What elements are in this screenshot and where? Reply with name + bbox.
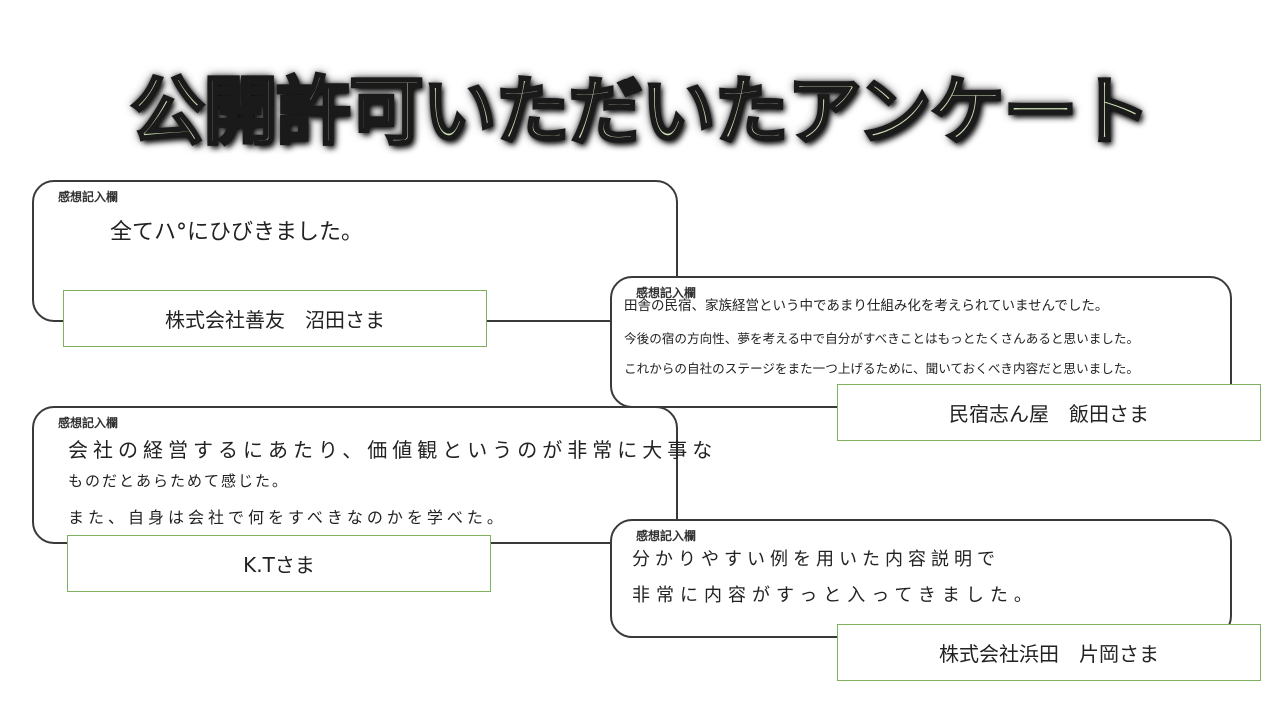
handwritten-comment: 全てハ°にひびきました。 bbox=[110, 220, 364, 245]
card-label: 感想記入欄 bbox=[636, 286, 697, 300]
handwritten-comment-line: 田舎の民宿、家族経営という中であまり仕組み化を考えられていませんでした。 bbox=[624, 298, 1109, 314]
handwritten-comment-line: 分かりやすい例を用いた内容説明で bbox=[632, 549, 1000, 570]
handwritten-comment-line: 非常に内容がすっと入ってきました。 bbox=[632, 585, 1038, 606]
handwritten-comment-line: 会社の経営するにあたり、価値観というのが非常に大事な bbox=[68, 438, 718, 462]
respondent-name: 民宿志ん屋 飯田さま bbox=[837, 384, 1261, 441]
card-label: 感想記入欄 bbox=[636, 529, 697, 543]
handwritten-comment-line: また、自身は会社で何をすべきなのかを学べた。 bbox=[68, 508, 507, 527]
respondent-name: 株式会社善友 沼田さま bbox=[63, 290, 487, 347]
survey-card-4: 感想記入欄 分かりやすい例を用いた内容説明で 非常に内容がすっと入ってきました。 bbox=[610, 519, 1232, 638]
handwritten-comment-line: これからの自社のステージをまた一つ上げるために、聞いておくべき内容だと思いました… bbox=[624, 361, 1139, 376]
survey-card-3: 感想記入欄 会社の経営するにあたり、価値観というのが非常に大事な ものだとあらた… bbox=[32, 406, 712, 544]
card-label: 感想記入欄 bbox=[58, 416, 119, 430]
handwritten-comment-line: ものだとあらためて感じた。 bbox=[68, 472, 290, 490]
page-title: 公開許可いただいたアンケート bbox=[129, 68, 1152, 157]
card-label: 感想記入欄 bbox=[58, 190, 119, 204]
respondent-name: 株式会社浜田 片岡さま bbox=[837, 624, 1261, 681]
respondent-name: K.Tさま bbox=[67, 535, 491, 592]
handwritten-comment-line: 今後の宿の方向性、夢を考える中で自分がすべきことはもっとたくさんあると思いました… bbox=[624, 331, 1140, 346]
